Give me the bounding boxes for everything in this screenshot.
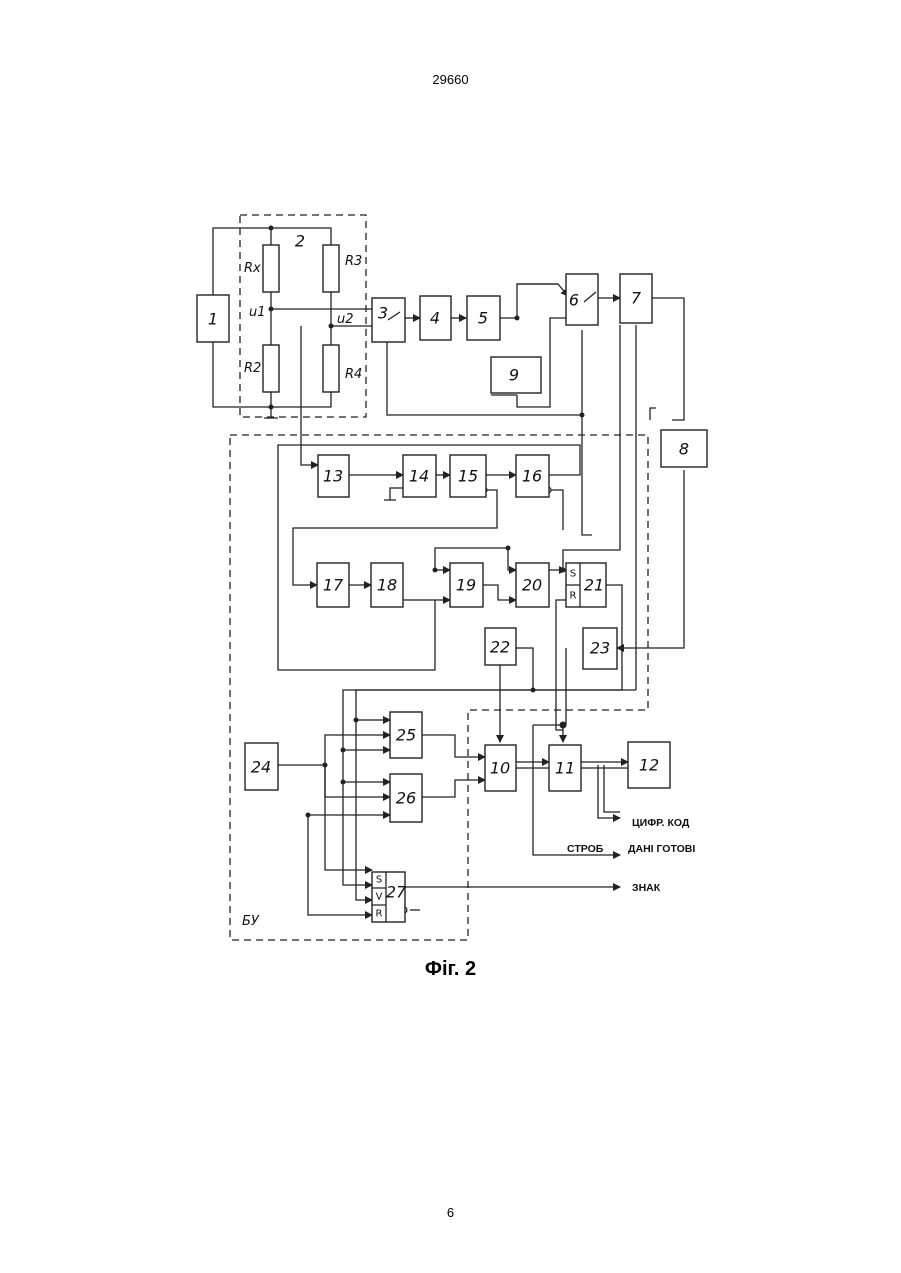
block-17: 17 [317, 563, 349, 607]
svg-text:21: 21 [584, 576, 604, 595]
output-digital-code: ЦИФР. КОД [632, 817, 690, 829]
resistor-r4-label: R4 [345, 367, 362, 382]
svg-text:R: R [570, 591, 577, 602]
block-20: 20 [516, 563, 549, 607]
block-12: 12 [628, 742, 670, 788]
node-u2-label: u2 [337, 312, 354, 327]
svg-text:15: 15 [458, 467, 478, 486]
svg-text:26: 26 [396, 789, 416, 808]
resistor-r3-label: R3 [345, 254, 362, 269]
block-27: S V R 27 [372, 872, 407, 922]
svg-text:27: 27 [386, 883, 407, 902]
svg-text:22: 22 [490, 638, 510, 657]
svg-text:V: V [376, 892, 383, 903]
node-u1-label: u1 [249, 305, 266, 320]
svg-text:13: 13 [323, 467, 343, 486]
block-21: S R 21 [566, 563, 606, 607]
resistor-rx-label: Rx [244, 261, 261, 276]
block-18: 18 [371, 563, 403, 607]
block-24: 24 [245, 743, 278, 790]
svg-text:9: 9 [509, 366, 519, 385]
svg-text:14: 14 [409, 467, 429, 486]
svg-text:S: S [570, 569, 576, 580]
svg-text:12: 12 [639, 756, 659, 775]
block-25: 25 [390, 712, 422, 758]
svg-text:24: 24 [251, 758, 271, 777]
block-9: 9 [491, 357, 541, 393]
block-22: 22 [485, 628, 516, 665]
control-unit-label: БУ [242, 914, 260, 929]
resistor-r4 [323, 345, 339, 392]
resistor-r2 [263, 345, 279, 392]
control-unit-outline [230, 435, 648, 940]
block-4: 4 [420, 296, 451, 340]
block-7: 7 [620, 274, 652, 323]
block-6: 6 [566, 274, 598, 325]
resistor-rx [263, 245, 279, 292]
svg-text:20: 20 [522, 576, 542, 595]
figure-caption: Фіг. 2 [0, 958, 901, 981]
resistor-r3 [323, 245, 339, 292]
output-data-ready: ДАНІ ГОТОВІ [628, 843, 695, 855]
block-16: 16 [516, 455, 549, 497]
svg-text:S: S [376, 875, 382, 886]
block-2-label: 2 [295, 232, 305, 251]
svg-text:1: 1 [208, 310, 218, 329]
block-1: 1 [197, 295, 229, 342]
svg-text:23: 23 [590, 639, 610, 658]
svg-text:18: 18 [377, 576, 397, 595]
svg-text:10: 10 [490, 759, 510, 778]
page-footer-number: 6 [0, 1205, 901, 1220]
block-23: 23 [583, 628, 617, 669]
block-26: 26 [390, 774, 422, 822]
block-11: 11 [549, 745, 581, 791]
block-13: 13 [318, 455, 349, 497]
resistor-r2-label: R2 [244, 361, 261, 376]
block-10: 10 [485, 745, 516, 791]
svg-text:4: 4 [430, 309, 440, 328]
svg-text:19: 19 [456, 576, 476, 595]
svg-text:25: 25 [396, 726, 416, 745]
svg-text:5: 5 [478, 309, 488, 328]
svg-text:8: 8 [679, 440, 689, 459]
block-3: 3 [372, 298, 405, 342]
output-strobe: СТРОБ [567, 843, 604, 855]
svg-text:R: R [376, 909, 383, 920]
block-14: 14 [403, 455, 436, 497]
block-8: 8 [661, 430, 707, 467]
svg-text:6: 6 [569, 291, 579, 310]
svg-text:11: 11 [555, 759, 575, 778]
svg-text:17: 17 [323, 576, 344, 595]
svg-text:3: 3 [378, 304, 388, 323]
block-15: 15 [450, 455, 486, 497]
block-5: 5 [467, 296, 500, 340]
svg-text:7: 7 [631, 289, 642, 308]
svg-text:16: 16 [522, 467, 542, 486]
output-sign: ЗНАК [632, 882, 661, 894]
block-19: 19 [450, 563, 483, 607]
